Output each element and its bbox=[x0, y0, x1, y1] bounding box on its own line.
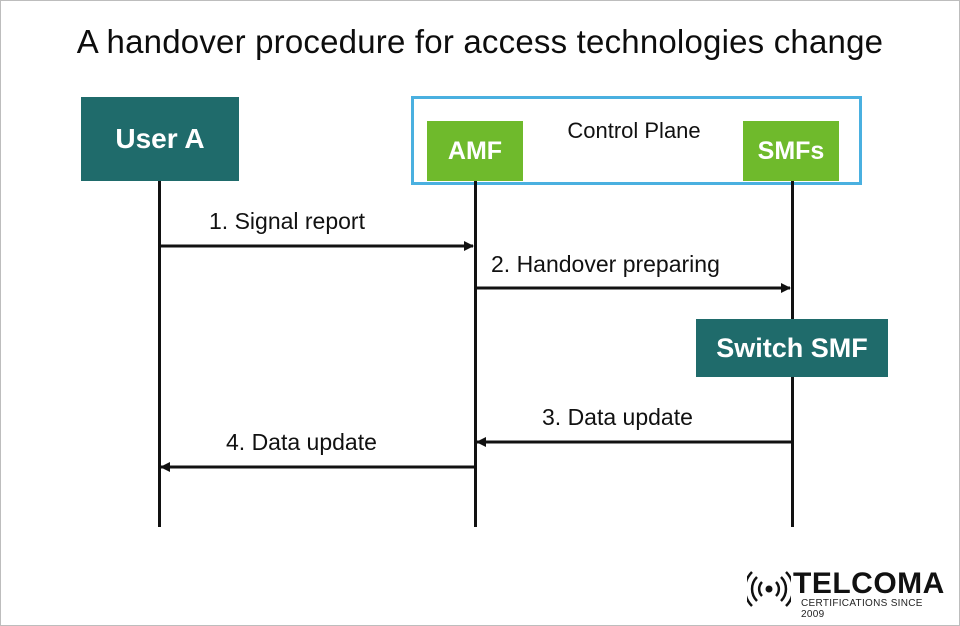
message-label-1: 1. Signal report bbox=[209, 208, 365, 234]
telcoma-logo: TELCOMA CERTIFICATIONS SINCE 2009 bbox=[747, 567, 947, 620]
smfs-lifeline-upper bbox=[791, 181, 794, 319]
user-a-lifeline bbox=[158, 181, 161, 527]
signal-waves-icon bbox=[747, 571, 791, 607]
control-plane-label: Control Plane bbox=[567, 118, 701, 143]
diagram-title: A handover procedure for access technolo… bbox=[76, 23, 884, 60]
smfs-lifeline-lower bbox=[791, 377, 794, 527]
logo-name: TELCOMA bbox=[793, 567, 945, 600]
logo-tagline: CERTIFICATIONS SINCE 2009 bbox=[801, 598, 923, 620]
message-label-2: 2. Handover preparing bbox=[491, 251, 720, 277]
amf-box: AMF bbox=[427, 121, 523, 181]
message-label-4: 4. Data update bbox=[226, 429, 377, 455]
user-a-box: User A bbox=[81, 97, 239, 181]
control-plane-group bbox=[411, 96, 862, 185]
smfs-box: SMFs bbox=[743, 121, 839, 181]
message-label-3: 3. Data update bbox=[542, 404, 693, 430]
amf-lifeline bbox=[474, 181, 477, 527]
switch-smf-box: Switch SMF bbox=[696, 319, 888, 377]
